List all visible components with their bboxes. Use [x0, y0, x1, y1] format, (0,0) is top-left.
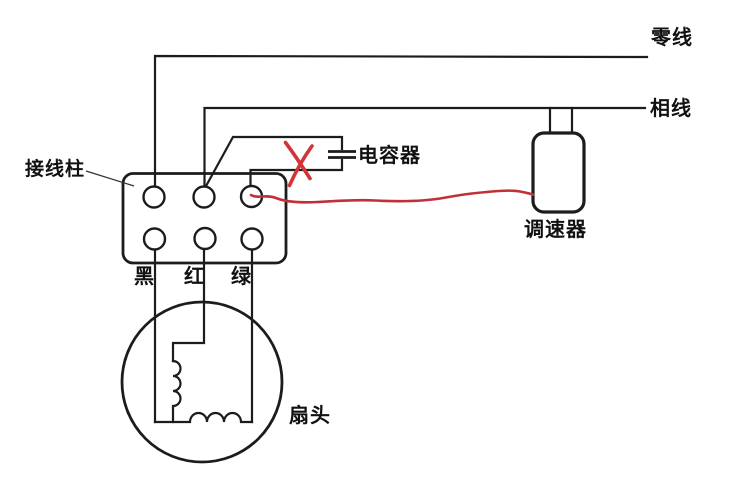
- terminal-top-black: [142, 185, 166, 209]
- neutral-wire-path: [153, 54, 649, 189]
- red-correction-wire: [249, 189, 535, 204]
- terminal-top-red: [192, 185, 216, 209]
- live-wire-label: 相线: [650, 98, 692, 120]
- terminal-bottom-red: [193, 226, 217, 251]
- terminal-block-label: 接线柱: [25, 159, 86, 180]
- speed-controller-box: [531, 131, 586, 214]
- speed-controller-label: 调速器: [524, 219, 587, 241]
- terminal-bottom-green: [240, 227, 264, 251]
- red-cross-mark: [283, 140, 314, 188]
- neutral-wire-label: 零线: [651, 27, 693, 49]
- main-winding-coil: [153, 411, 254, 424]
- terminal-block-outline: [121, 172, 288, 265]
- starting-winding-coil: [171, 359, 182, 424]
- terminal-block-leader-line: [85, 170, 135, 187]
- lead-black-label: 黑: [134, 266, 155, 288]
- lead-red-label: 红: [184, 266, 205, 288]
- lead-green-label: 绿: [231, 266, 252, 288]
- capacitor-label: 电容器: [358, 145, 421, 167]
- red-lead-wire: [171, 247, 206, 363]
- fan-motor-circle: [120, 300, 284, 464]
- capacitor-top-lead: [204, 135, 344, 189]
- fan-head-label: 扇头: [289, 405, 331, 427]
- terminal-bottom-black: [142, 227, 167, 251]
- live-wire-path: [203, 106, 647, 189]
